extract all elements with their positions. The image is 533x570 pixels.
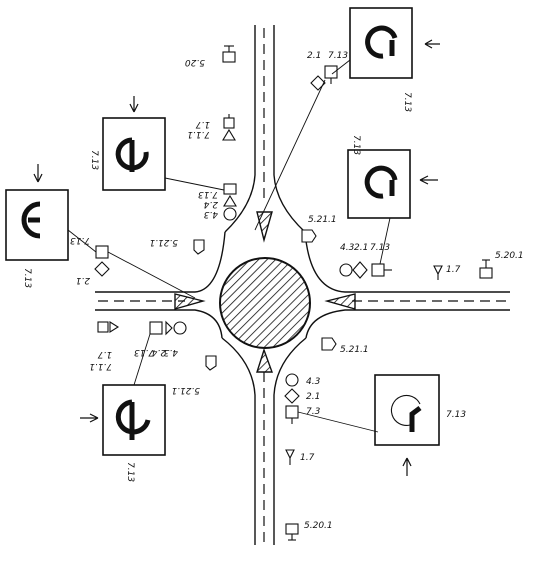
sign-box-lower-right: 7.13 — [374, 374, 466, 476]
svg-text:5.21.1: 5.21.1 — [149, 237, 178, 247]
svg-text:2.4: 2.4 — [151, 347, 166, 357]
svg-text:1.7: 1.7 — [195, 119, 210, 129]
svg-text:7.1.1: 7.1.1 — [89, 361, 112, 371]
svg-text:7.13: 7.13 — [198, 189, 218, 199]
svg-text:4.3: 4.3 — [203, 209, 218, 219]
south-road-edge-left — [221, 337, 256, 545]
svg-text:2.1: 2.1 — [307, 51, 321, 61]
sign-stack-upper-mid: 7.1.1 1.7 — [187, 114, 236, 141]
sign-5-21-1-bottom: 5.21.1 — [171, 355, 217, 395]
svg-text:2.1: 2.1 — [76, 275, 90, 285]
sign-stack-lower-left: 1.7 7.1.1 — [89, 321, 120, 371]
svg-text:5.21.1: 5.21.1 — [171, 385, 200, 395]
label-lower-left-box: 7.13 — [125, 462, 135, 482]
sign-stack-top-right: 2.1 7.13 — [307, 51, 348, 91]
splitter-island-north — [256, 211, 273, 243]
svg-text:2.1: 2.1 — [354, 243, 368, 253]
svg-text:4.3: 4.3 — [306, 377, 321, 387]
west-road-edge-top — [95, 231, 226, 293]
svg-text:5.20: 5.20 — [185, 57, 205, 67]
central-island — [219, 257, 311, 349]
sign-5-21-1-right: 5.21.1 — [321, 337, 369, 355]
sign-stack-right: 4.3 2.1 7.13 — [339, 243, 392, 279]
sign-box-right: 7.13 — [347, 135, 438, 219]
label-right-box: 7.13 — [351, 135, 361, 155]
sign-stack-upper-center: 4.3 2.4 7.13 — [198, 183, 237, 221]
svg-text:4.3: 4.3 — [163, 347, 178, 357]
svg-text:5.21.1: 5.21.1 — [308, 215, 337, 225]
sign-5-20-top: 5.20 — [185, 45, 236, 67]
svg-text:5.21.1: 5.21.1 — [340, 345, 369, 355]
sign-1-7-right: 1.7 — [433, 265, 461, 280]
sign-box-lower-left: 7.13 — [80, 384, 166, 482]
label-lower-right-box: 7.13 — [446, 410, 466, 420]
label-top-right-box: 7.13 — [402, 92, 412, 112]
svg-text:1.7: 1.7 — [446, 265, 461, 275]
svg-text:7.1.1: 7.1.1 — [187, 129, 210, 139]
sign-5-20-1-right: 5.20.1 — [479, 251, 524, 279]
sign-5-20-1-bottom: 5.20.1 — [285, 521, 333, 541]
sign-5-21-1-top: 5.21.1 — [301, 215, 337, 243]
svg-text:1.7: 1.7 — [97, 349, 112, 359]
svg-text:7.13: 7.13 — [370, 243, 390, 253]
svg-text:7.13: 7.13 — [328, 51, 348, 61]
svg-text:5.20.1: 5.20.1 — [495, 251, 524, 261]
north-road-edge-left — [224, 25, 256, 233]
label-upper-left-box: 7.13 — [89, 150, 99, 170]
leader-lines — [67, 59, 391, 433]
west-road-edge-bottom — [95, 309, 223, 339]
svg-text:2.4: 2.4 — [203, 199, 218, 209]
svg-text:2.1: 2.1 — [306, 392, 320, 402]
road-network — [95, 25, 510, 545]
svg-text:5.20.1: 5.20.1 — [304, 521, 333, 531]
sign-stack-left: 7.13 2.1 — [70, 235, 110, 285]
east-road-edge-bottom — [305, 309, 510, 339]
south-road-edge-right — [273, 337, 307, 545]
sign-box-upper-left: 7.13 — [89, 96, 166, 191]
svg-text:7.13: 7.13 — [70, 235, 90, 245]
svg-text:7.3: 7.3 — [306, 407, 321, 417]
sign-stack-lower-left-2: 4.3 2.4 7.13 — [134, 320, 187, 357]
sign-5-21-1-left: 5.21.1 — [149, 237, 205, 255]
east-road-edge-top — [304, 231, 510, 293]
north-road-edge-right — [273, 25, 306, 233]
sign-stack-lower-right: 4.3 2.1 7.3 — [284, 373, 321, 424]
svg-text:1.7: 1.7 — [300, 453, 315, 463]
sign-box-top-right: 7.13 — [349, 7, 440, 112]
svg-text:7.13: 7.13 — [134, 347, 154, 357]
sign-1-7-lower: 1.7 — [285, 449, 315, 465]
svg-text:4.3: 4.3 — [340, 243, 355, 253]
sign-box-left: 7.13 — [5, 164, 69, 288]
splitter-island-south — [256, 347, 273, 373]
splitter-island-east — [324, 293, 356, 310]
splitter-island-west — [174, 293, 206, 310]
label-left-box: 7.13 — [22, 268, 32, 288]
